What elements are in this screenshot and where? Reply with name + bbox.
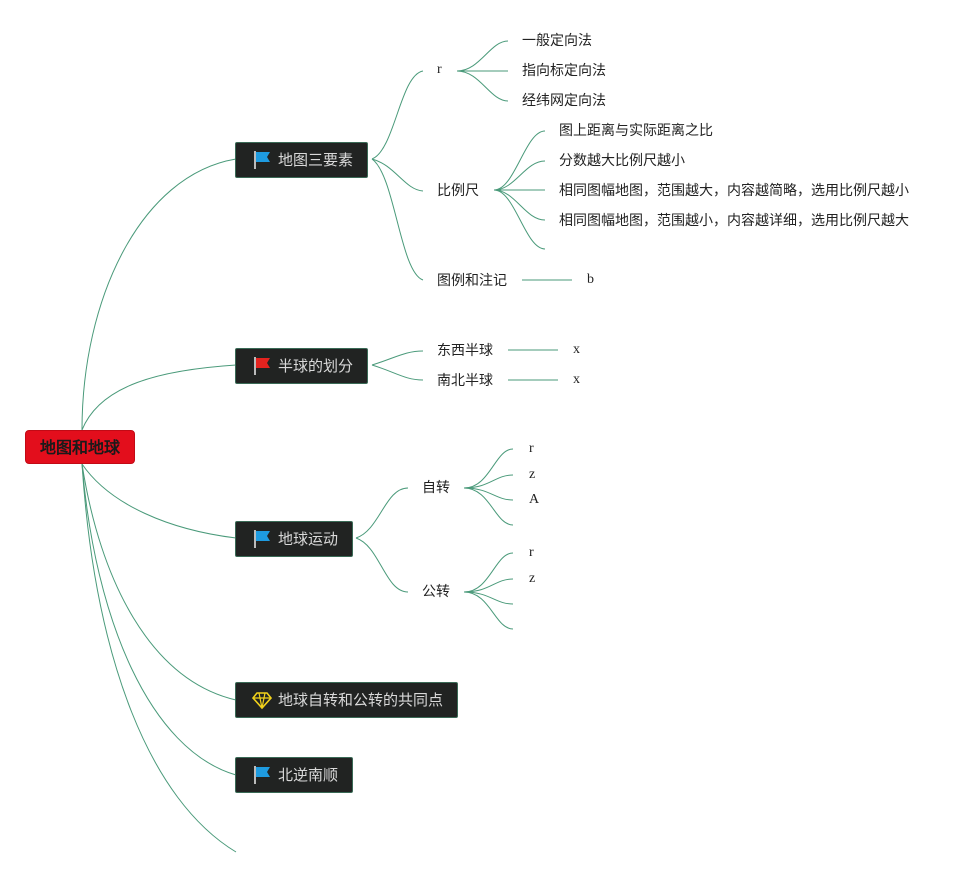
- direction-item[interactable]: 经纬网定向法: [522, 93, 606, 109]
- root-topic[interactable]: 地图和地球: [25, 430, 135, 464]
- rotation-item[interactable]: A: [529, 492, 540, 507]
- scale-item[interactable]: 图上距离与实际距离之比: [559, 123, 713, 139]
- direction-item[interactable]: 一般定向法: [522, 33, 592, 49]
- blue-flag-icon: [254, 530, 270, 548]
- subtopic-scale[interactable]: 比例尺: [437, 183, 479, 199]
- subtopic-north-south-hemisphere[interactable]: 南北半球: [437, 373, 493, 389]
- topic-north-south-rule[interactable]: 北逆南顺: [235, 757, 354, 793]
- topic-label: 北逆南顺: [278, 766, 339, 784]
- subtopic-rotation[interactable]: 自转: [422, 480, 450, 496]
- subtopic-legend[interactable]: 图例和注记: [437, 273, 507, 289]
- topic-earth-motion[interactable]: 地球运动: [235, 521, 354, 557]
- topic-label: 地球运动: [278, 530, 339, 548]
- revolution-item[interactable]: z: [529, 571, 536, 586]
- legend-item[interactable]: b: [587, 272, 594, 287]
- subtopic-revolution[interactable]: 公转: [422, 584, 450, 600]
- scale-item[interactable]: 相同图幅地图，范围越大，内容越简略，选用比例尺越小: [559, 183, 909, 199]
- topic-common-points[interactable]: 地球自转和公转的共同点: [235, 682, 459, 718]
- blue-flag-icon: [254, 151, 270, 169]
- red-flag-icon: [254, 357, 270, 375]
- subtopic-east-west-hemisphere[interactable]: 东西半球: [437, 343, 493, 359]
- topic-label: 地球自转和公转的共同点: [278, 691, 444, 709]
- subtopic-direction[interactable]: r: [437, 62, 442, 77]
- north-south-item[interactable]: x: [573, 372, 580, 387]
- topic-label: 地图三要素: [278, 151, 354, 169]
- direction-item[interactable]: 指向标定向法: [522, 63, 606, 79]
- topic-label: 半球的划分: [278, 357, 354, 375]
- diamond-icon: [252, 692, 272, 710]
- scale-item[interactable]: 分数越大比例尺越小: [559, 153, 685, 169]
- topic-hemisphere-division[interactable]: 半球的划分: [235, 348, 369, 384]
- rotation-item[interactable]: r: [529, 441, 534, 456]
- blue-flag-icon: [254, 766, 270, 784]
- topic-map-elements[interactable]: 地图三要素: [235, 142, 369, 178]
- revolution-item[interactable]: r: [529, 545, 534, 560]
- scale-item[interactable]: 相同图幅地图，范围越小，内容越详细，选用比例尺越大: [559, 213, 909, 229]
- east-west-item[interactable]: x: [573, 342, 580, 357]
- rotation-item[interactable]: z: [529, 467, 536, 482]
